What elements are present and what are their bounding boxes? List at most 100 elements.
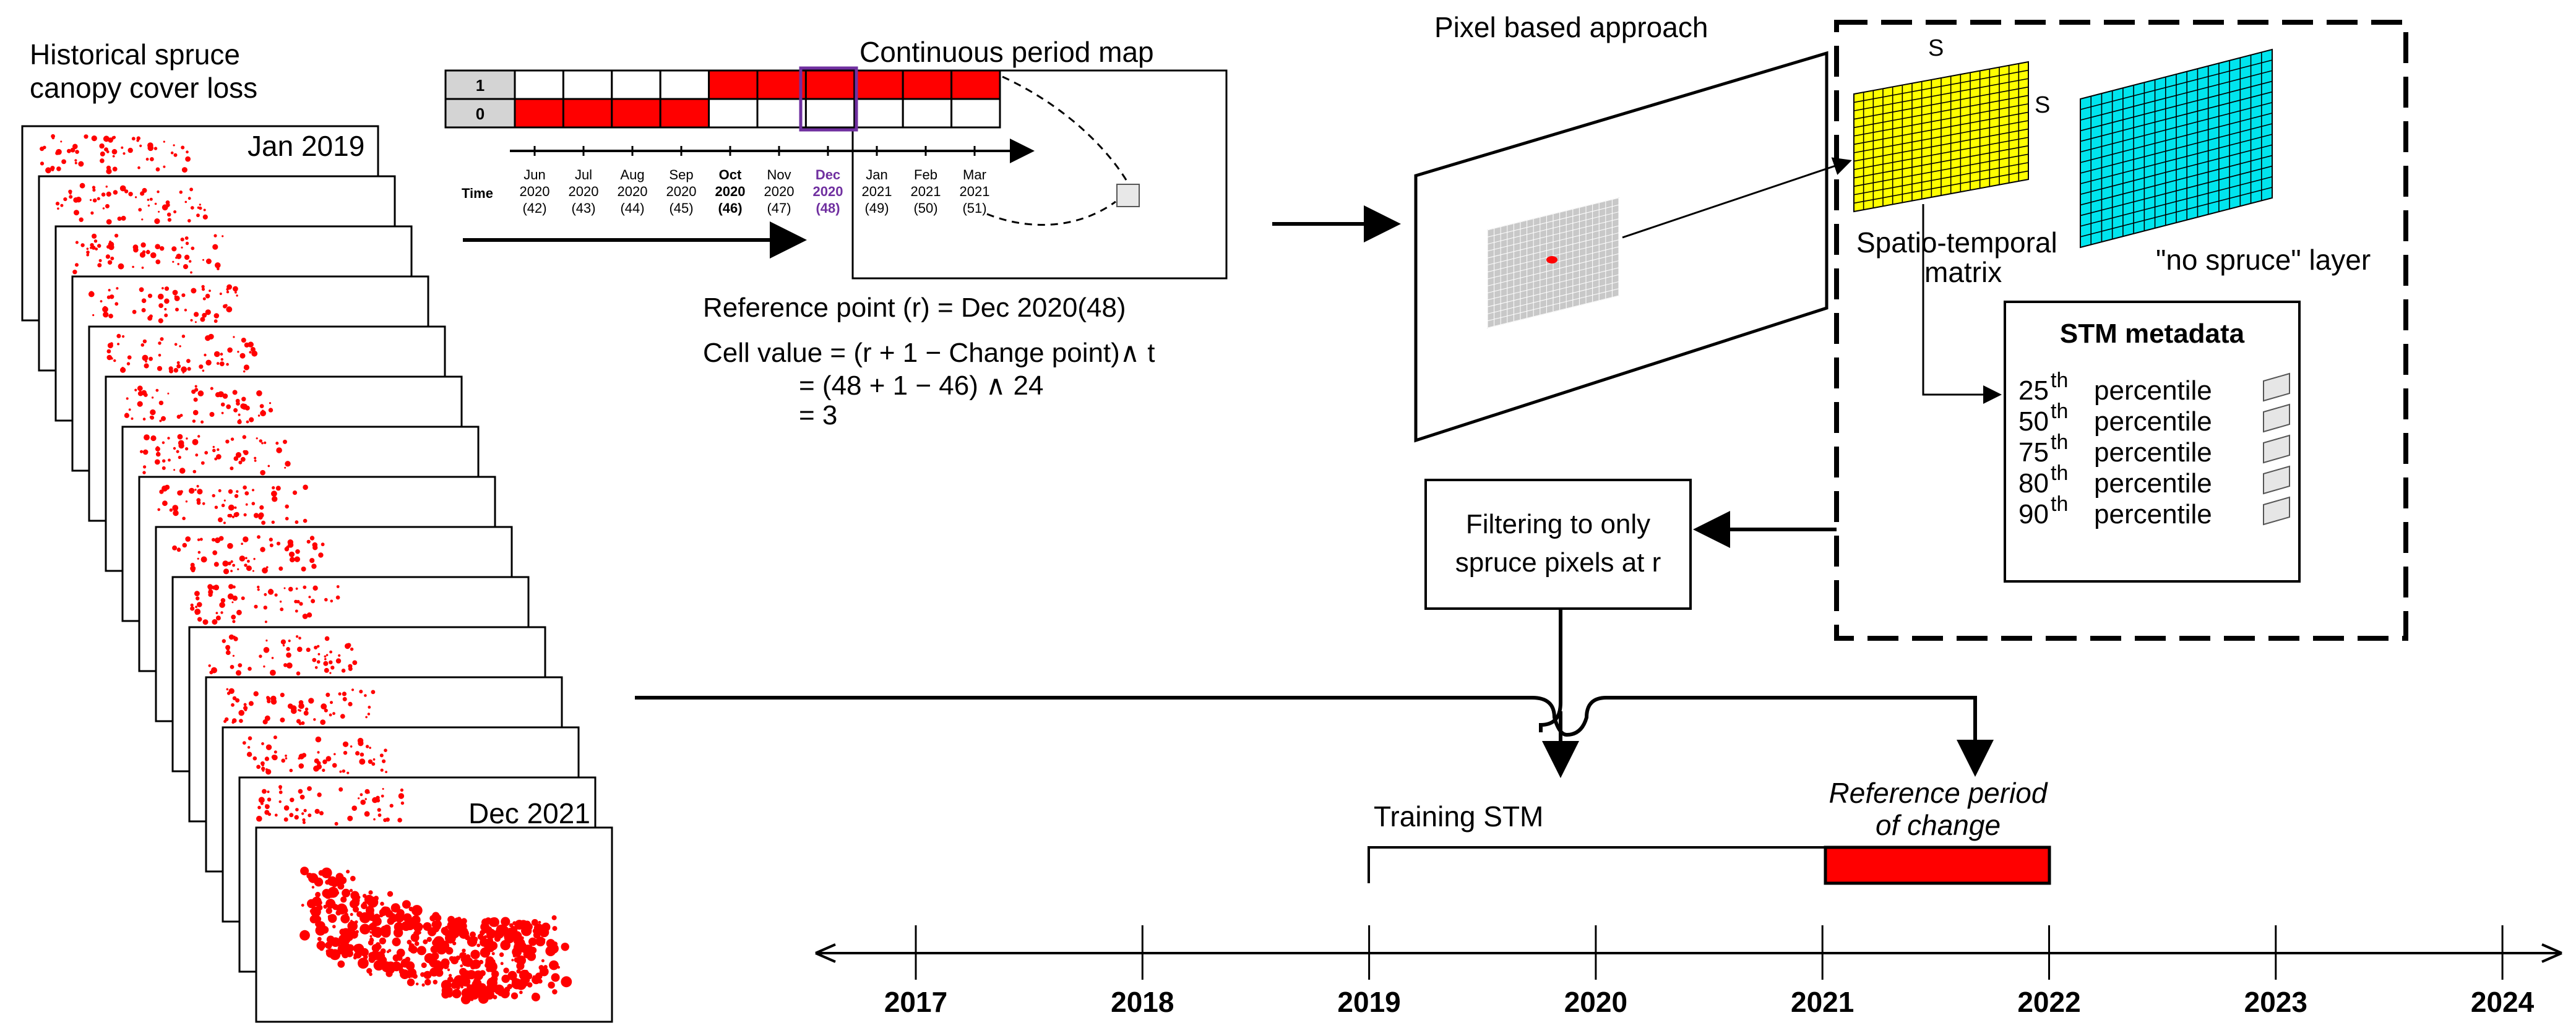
loss-patch	[381, 794, 384, 798]
loss-patch	[384, 748, 387, 752]
loss-patch	[194, 489, 197, 491]
loss-patch	[266, 566, 269, 568]
loss-patch	[236, 609, 242, 615]
loss-patch	[549, 961, 558, 970]
pixel-plane	[1414, 51, 1829, 443]
loss-patch	[306, 539, 311, 544]
loss-patch	[532, 928, 538, 934]
loss-patch	[382, 906, 391, 915]
loss-patch	[347, 923, 351, 927]
loss-patch	[72, 143, 78, 150]
loss-patch	[295, 808, 299, 811]
loss-patch	[254, 460, 257, 462]
loss-patch	[112, 166, 118, 172]
loss-patch	[91, 246, 96, 250]
loss-patch	[220, 357, 223, 361]
loss-patch	[141, 308, 146, 312]
loss-patch	[516, 962, 525, 970]
loss-patch	[249, 417, 254, 422]
loss-patch	[212, 448, 216, 453]
loss-patch	[477, 987, 485, 995]
loss-patch	[75, 263, 79, 267]
loss-patch	[467, 936, 478, 947]
loss-patch	[235, 291, 237, 294]
period-cell-row1	[902, 69, 953, 100]
loss-patch	[226, 688, 229, 691]
month-label: 2020	[520, 184, 550, 199]
loss-patch	[192, 409, 199, 416]
period-map-panel: Continuous period map 1 0 Time Jun2020(4…	[444, 36, 1228, 430]
year-label: 2019	[1337, 986, 1400, 1018]
loss-patch	[197, 489, 203, 495]
loss-patch	[104, 147, 108, 152]
loss-patch	[365, 745, 369, 748]
loss-patch	[168, 458, 171, 462]
month-label: Jun	[523, 167, 545, 182]
loss-patch	[289, 813, 294, 818]
loss-patch	[187, 367, 191, 371]
loss-patch	[264, 620, 267, 623]
loss-patch	[253, 513, 259, 518]
loss-patch	[141, 267, 144, 269]
loss-patch	[163, 165, 166, 168]
loss-patch	[233, 456, 239, 461]
loss-patch	[91, 135, 97, 142]
month-ticks: Jun2020(42)Jul2020(43)Aug2020(44)Sep2020…	[520, 146, 989, 216]
loss-patch	[160, 246, 165, 251]
loss-patch	[210, 387, 213, 390]
loss-patch	[380, 768, 384, 772]
loss-patch	[477, 933, 484, 940]
loss-patch	[314, 758, 319, 764]
loss-patch	[244, 708, 248, 711]
reference-period-line1: Reference period	[1829, 777, 2048, 809]
loss-patch	[181, 335, 186, 338]
loss-patch	[407, 940, 412, 945]
loss-patch	[194, 388, 199, 392]
loss-patch	[238, 709, 245, 716]
loss-patch	[309, 536, 315, 541]
month-label: Aug	[620, 167, 644, 182]
loss-patch	[80, 243, 85, 247]
loss-patch	[340, 714, 345, 719]
loss-patch	[514, 957, 520, 963]
loss-patch	[230, 570, 233, 573]
loss-patch	[186, 150, 189, 153]
loss-patch	[201, 285, 205, 289]
loss-patch	[349, 889, 353, 893]
loss-patch	[405, 917, 410, 922]
loss-patch	[190, 603, 194, 607]
loss-patch	[447, 987, 453, 993]
loss-patch	[424, 978, 431, 986]
loss-patch	[106, 191, 111, 197]
loss-patch	[412, 974, 418, 979]
loss-patch	[215, 615, 221, 621]
loss-patch	[187, 197, 191, 200]
loss-patch	[402, 924, 408, 930]
loss-patch	[212, 445, 215, 448]
loss-patch	[280, 693, 285, 698]
loss-patch	[300, 867, 309, 876]
loss-patch	[347, 815, 353, 821]
loss-patch	[144, 363, 149, 369]
loss-patch	[271, 520, 275, 524]
loss-patch	[97, 263, 102, 268]
loss-patch	[429, 967, 439, 977]
loss-patch	[468, 994, 475, 1000]
loss-patch	[197, 206, 200, 209]
loss-patch	[218, 391, 224, 398]
loss-patch	[308, 596, 311, 599]
reference-point-text: Reference point (r) = Dec 2020(48)	[703, 293, 1126, 323]
loss-patch	[377, 813, 382, 817]
loss-patch	[176, 414, 181, 419]
loss-patch	[312, 585, 318, 591]
loss-patch	[40, 161, 45, 166]
loss-patch	[117, 216, 122, 221]
loss-patch	[181, 366, 187, 373]
loss-patch	[126, 397, 129, 400]
loss-patch	[538, 978, 543, 984]
loss-patch	[481, 918, 489, 927]
loss-patch	[366, 968, 373, 974]
percentile-item: 50	[2018, 406, 2049, 437]
loss-patch	[267, 797, 272, 802]
loss-patch	[86, 250, 90, 254]
